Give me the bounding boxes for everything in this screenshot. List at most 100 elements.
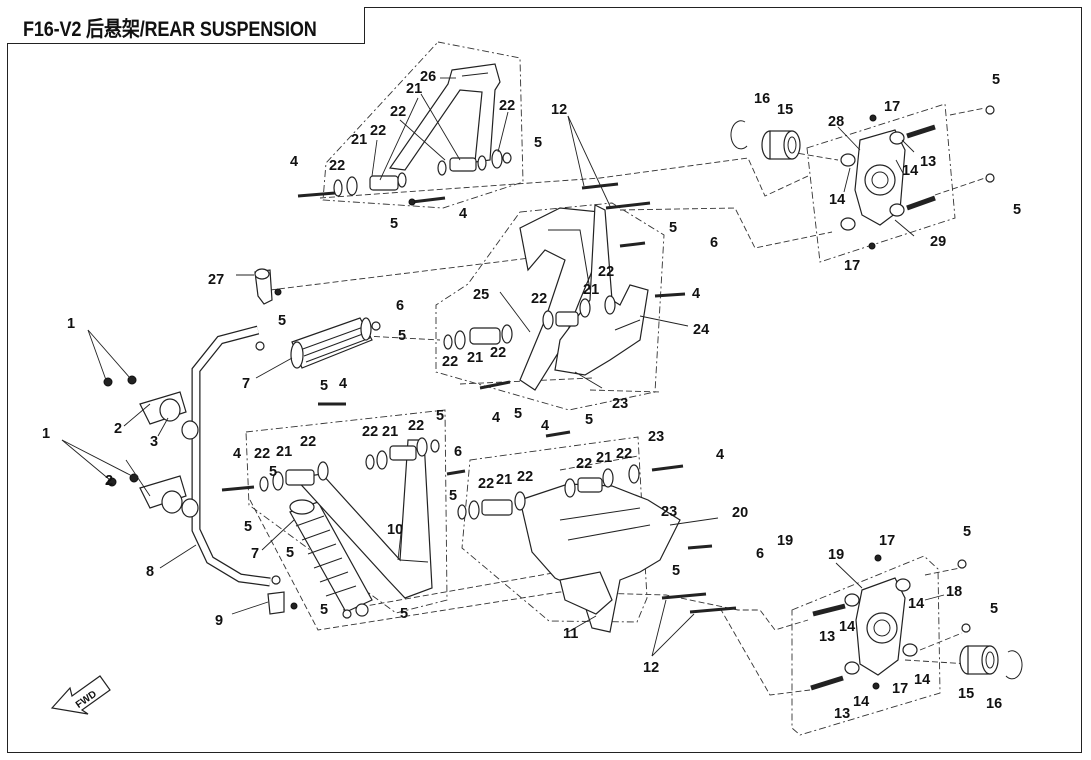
callout-label: 5	[320, 602, 328, 618]
callout-label: 5	[963, 524, 971, 540]
callout-label: 5	[320, 378, 328, 394]
callout-label: 5	[992, 72, 1000, 88]
callout-label: 22	[408, 418, 424, 434]
callout-label: 5	[398, 328, 406, 344]
callout-label: 22	[598, 264, 614, 280]
callout-label: 5	[390, 216, 398, 232]
callout-label: 22	[490, 345, 506, 361]
callout-label: 21	[583, 282, 599, 298]
callout-label: 22	[370, 123, 386, 139]
callout-label: 5	[669, 220, 677, 236]
connection-line	[924, 567, 961, 576]
callout-label: 14	[839, 619, 855, 635]
callout-label: 2	[114, 421, 122, 437]
connection-line	[789, 151, 839, 161]
callout-label: 7	[242, 376, 250, 392]
callout-label: 14	[914, 672, 930, 688]
callout-label: 18	[946, 584, 962, 600]
callout-label: 5	[244, 519, 252, 535]
bearing-left	[730, 105, 995, 183]
bushing-bracket-upper	[103, 375, 199, 440]
connection-line	[249, 499, 809, 631]
callout-label: 4	[339, 376, 347, 392]
connection-line	[364, 335, 441, 341]
callout-label: 25	[473, 287, 489, 303]
callout-label: 5	[672, 563, 680, 579]
callout-label: 22	[300, 434, 316, 450]
callout-label: 20	[732, 505, 748, 521]
bolt-6-upper	[619, 241, 646, 248]
callout-label: 5	[449, 488, 457, 504]
diagram-frame	[7, 7, 1082, 753]
connection-line	[619, 207, 833, 249]
callout-label: 9	[215, 613, 223, 629]
callout-label: 19	[777, 533, 793, 549]
callout-label: 14	[902, 163, 918, 179]
pin-12-upper	[581, 182, 651, 210]
callout-label: 6	[454, 444, 462, 460]
callout-label: 15	[777, 102, 793, 118]
left-knuckle-group-outline	[806, 103, 956, 263]
callout-label: 21	[596, 450, 612, 466]
callout-label: 5	[286, 545, 294, 561]
callout-label: 5	[269, 464, 277, 480]
callout-label: 6	[396, 298, 404, 314]
callout-label: 13	[834, 706, 850, 722]
pin-12-lower	[661, 592, 737, 614]
rear-shock-lower	[289, 499, 373, 619]
connection-line	[319, 157, 809, 199]
callout-label: 1	[42, 426, 50, 442]
callout-label: 13	[819, 629, 835, 645]
callout-label: 4	[541, 418, 549, 434]
callout-label: 12	[551, 102, 567, 118]
callout-label: 17	[844, 258, 860, 274]
callout-label: 5	[990, 601, 998, 617]
connection-line	[269, 257, 531, 291]
connection-line	[719, 607, 811, 696]
lower-front-arm	[519, 483, 681, 633]
upper-rear-arm-group-outline	[322, 41, 524, 209]
callout-label: 23	[612, 396, 628, 412]
callout-label: 22	[478, 476, 494, 492]
leader-lines	[61, 77, 945, 657]
callout-label: 14	[908, 596, 924, 612]
callout-label: 21	[467, 350, 483, 366]
callout-label: 28	[828, 114, 844, 130]
connection-line	[342, 569, 571, 611]
bolt-upper-rear	[297, 191, 446, 206]
callout-label: 12	[643, 660, 659, 676]
connection-line	[589, 389, 661, 393]
connection-line	[559, 455, 639, 471]
bolt-6-lower	[687, 544, 713, 550]
callout-label: 4	[716, 447, 724, 463]
callout-label: 21	[406, 81, 422, 97]
callout-label: 13	[920, 154, 936, 170]
callout-label: 1	[67, 316, 75, 332]
rear-knuckle-left	[840, 114, 936, 250]
bushing-stack-lower-front	[457, 430, 684, 520]
callout-label: 4	[492, 410, 500, 426]
callout-label: 21	[276, 444, 292, 460]
callout-label: 5	[585, 412, 593, 428]
callout-label: 5	[400, 606, 408, 622]
callout-label: 22	[362, 424, 378, 440]
callout-label: 5	[534, 135, 542, 151]
callout-label: 22	[329, 158, 345, 174]
rear-knuckle-right	[810, 554, 918, 691]
stabilizer-bar	[191, 325, 271, 587]
callout-label: 7	[251, 546, 259, 562]
callout-label: 21	[382, 424, 398, 440]
callout-label: 4	[290, 154, 298, 170]
callout-label: 23	[661, 504, 677, 520]
callout-label: 21	[351, 132, 367, 148]
callout-label: 24	[693, 322, 709, 338]
callout-label: 21	[496, 472, 512, 488]
callout-label: 6	[756, 546, 764, 562]
stabilizer-link-upper	[254, 268, 282, 351]
title-box: F16-V2 后悬架/REAR SUSPENSION	[7, 7, 365, 44]
callout-label: 14	[853, 694, 869, 710]
callout-label: 11	[563, 626, 578, 642]
callout-label: 15	[958, 686, 974, 702]
callout-label: 16	[754, 91, 770, 107]
